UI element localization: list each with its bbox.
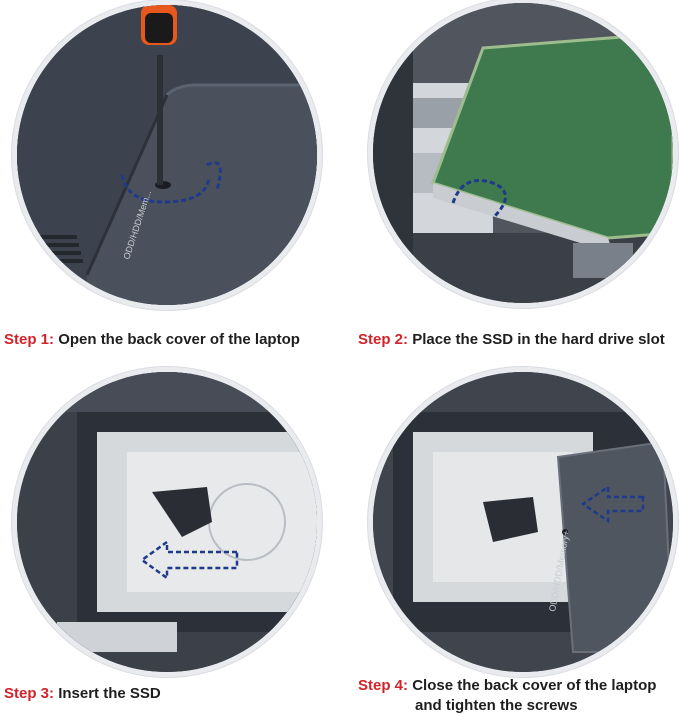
step-label: Step 3: [4, 685, 55, 702]
step-text-line-2: and tighten the screws [415, 697, 578, 714]
step-text: Place the SSD in the hard drive slot [412, 331, 665, 348]
step-4-image: ODD/HDD/Memory+ [373, 372, 673, 672]
step-4-caption: Step 4: Close the back cover of the lapt… [358, 676, 656, 716]
step-label: Step 2: [358, 331, 409, 348]
step-2-image [373, 3, 673, 303]
step-1-image: ODD/HDD/Mem... [17, 5, 317, 305]
step-label: Step 1: [4, 331, 55, 348]
step-text: Insert the SSD [58, 685, 161, 702]
step-3-image [17, 372, 317, 672]
step-label: Step 4: [358, 677, 409, 694]
step-2-caption: Step 2: Place the SSD in the hard drive … [358, 330, 665, 350]
step-1-caption: Step 1: Open the back cover of the lapto… [4, 330, 300, 350]
step-text: Close the back cover of the laptop [412, 677, 657, 694]
step-text: Open the back cover of the laptop [58, 331, 300, 348]
step-3-caption: Step 3: Insert the SSD [4, 684, 161, 704]
